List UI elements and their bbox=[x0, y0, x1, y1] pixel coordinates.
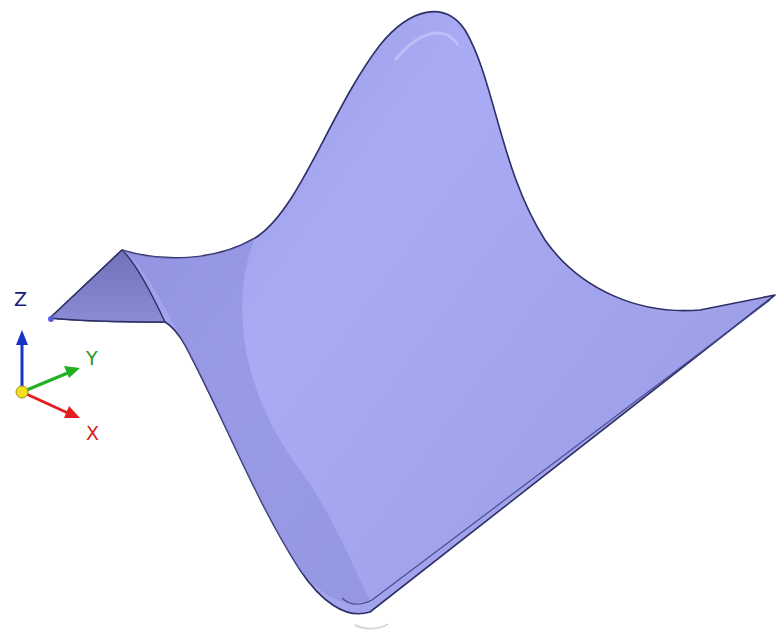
axis-label: Z bbox=[14, 290, 27, 309]
surface-edge bbox=[342, 598, 372, 604]
surface-face bbox=[50, 12, 775, 614]
axis-triad bbox=[16, 330, 80, 418]
axis-label: X bbox=[86, 424, 99, 443]
axis-label: Y bbox=[86, 349, 98, 368]
ground-mark bbox=[355, 624, 388, 629]
surface-shade bbox=[122, 238, 370, 603]
vertex-dot bbox=[48, 316, 54, 322]
surface-edge bbox=[372, 300, 770, 600]
surface-highlight bbox=[395, 33, 458, 60]
